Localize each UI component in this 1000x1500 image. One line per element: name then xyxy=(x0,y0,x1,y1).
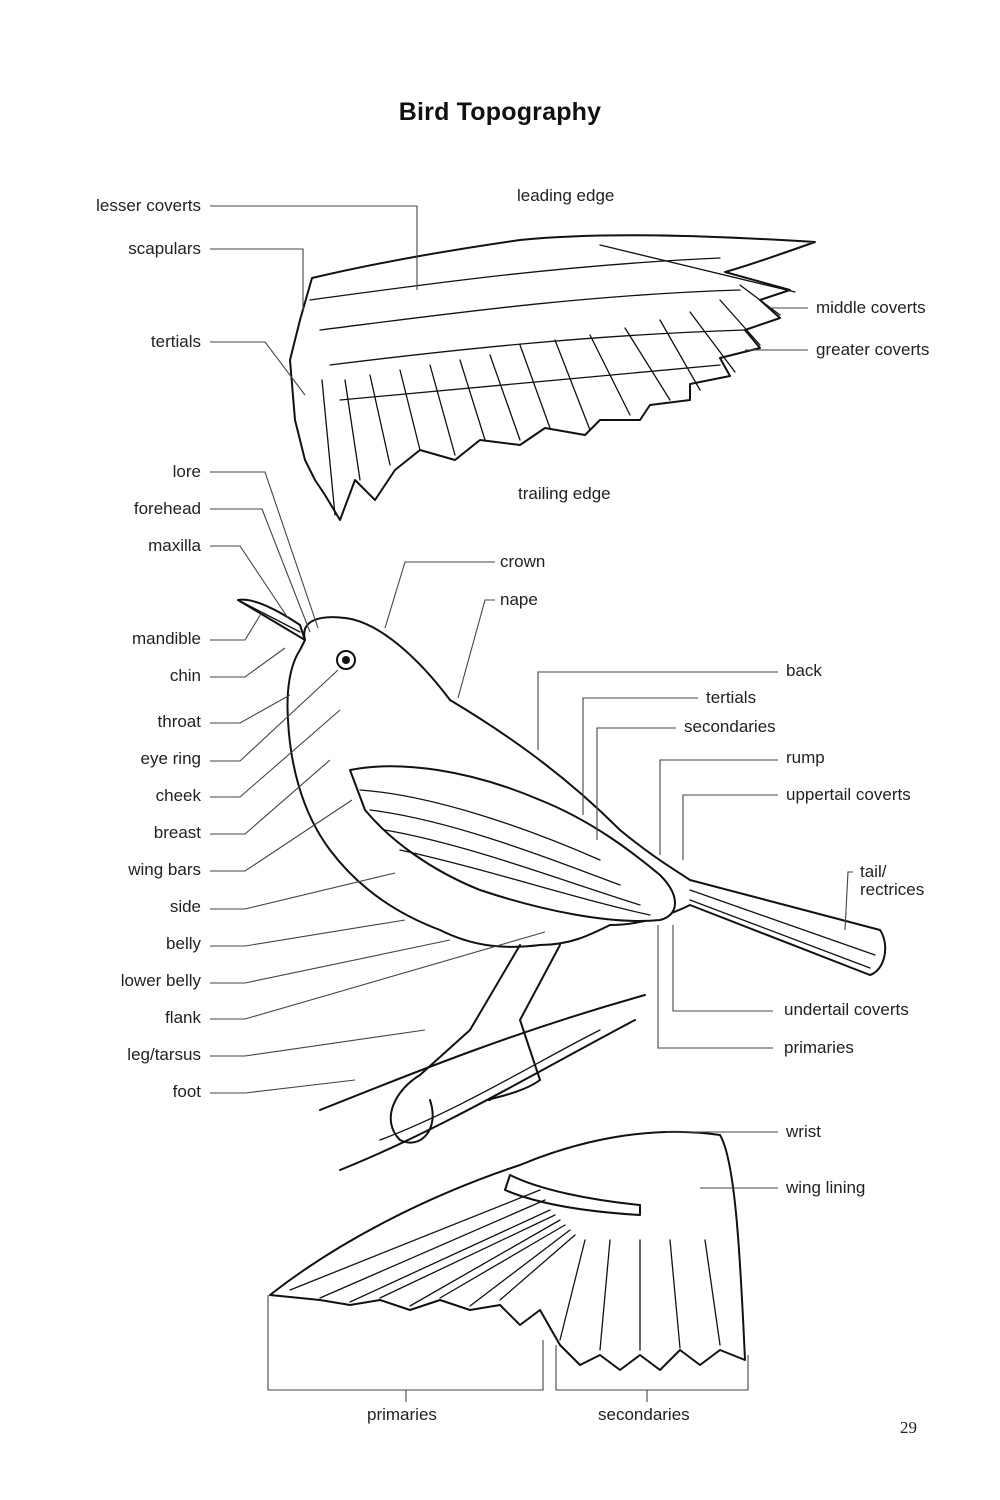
leader-lines xyxy=(210,205,853,1402)
label-wing-lining: wing lining xyxy=(786,1178,866,1197)
under-wing-outline xyxy=(269,1130,746,1371)
label-secondaries-under: secondaries xyxy=(598,1405,690,1424)
label-lower-belly: lower belly xyxy=(120,971,201,990)
label-scapulars: scapulars xyxy=(128,239,201,258)
page-number: 29 xyxy=(900,1418,917,1437)
label-tertials-body: tertials xyxy=(706,688,757,707)
label-secondaries-body: secondaries xyxy=(684,717,776,736)
label-nape: nape xyxy=(500,590,538,609)
label-maxilla: maxilla xyxy=(148,536,201,555)
upper-wing-drawing xyxy=(289,234,816,521)
label-mandible: mandible xyxy=(132,629,201,648)
label-flank: flank xyxy=(165,1008,201,1027)
label-rump: rump xyxy=(786,748,825,767)
label-tail: tail/ xyxy=(860,862,887,881)
upper-wing-outline xyxy=(289,234,816,521)
label-rectrices: rectrices xyxy=(860,880,925,899)
label-lore: lore xyxy=(172,462,201,481)
label-primaries-under: primaries xyxy=(367,1405,437,1424)
label-chin: chin xyxy=(169,666,201,685)
label-uppertail-coverts: uppertail coverts xyxy=(786,785,911,804)
label-wrist: wrist xyxy=(786,1122,821,1141)
label-trailing-edge: trailing edge xyxy=(518,484,611,503)
label-cheek: cheek xyxy=(155,786,201,805)
label-middle-coverts: middle coverts xyxy=(816,298,926,317)
label-leading-edge: leading edge xyxy=(517,186,615,205)
label-side: side xyxy=(169,897,201,916)
label-lesser-coverts: lesser coverts xyxy=(96,196,201,215)
label-foot: foot xyxy=(172,1082,201,1101)
bird-body-drawing xyxy=(237,598,887,1171)
label-back: back xyxy=(786,661,822,680)
label-leg-tarsus: leg/tarsus xyxy=(127,1045,201,1064)
label-throat: throat xyxy=(157,712,201,731)
label-belly: belly xyxy=(166,934,201,953)
label-breast: breast xyxy=(153,823,201,842)
label-forehead: forehead xyxy=(133,499,201,518)
label-wing-bars: wing bars xyxy=(128,860,201,879)
label-crown: crown xyxy=(500,552,546,571)
label-greater-coverts: greater coverts xyxy=(816,340,930,359)
under-wing-drawing xyxy=(269,1130,746,1371)
wing-lining-dark xyxy=(504,1174,641,1216)
label-primaries-body: primaries xyxy=(784,1038,854,1057)
diagram-title: Bird Topography xyxy=(398,98,602,126)
branch xyxy=(319,994,646,1111)
folded-wing xyxy=(349,765,676,922)
label-undertail-coverts: undertail coverts xyxy=(784,1000,909,1019)
label-tertials-upper: tertials xyxy=(150,332,201,351)
label-eye-ring: eye ring xyxy=(140,749,201,768)
